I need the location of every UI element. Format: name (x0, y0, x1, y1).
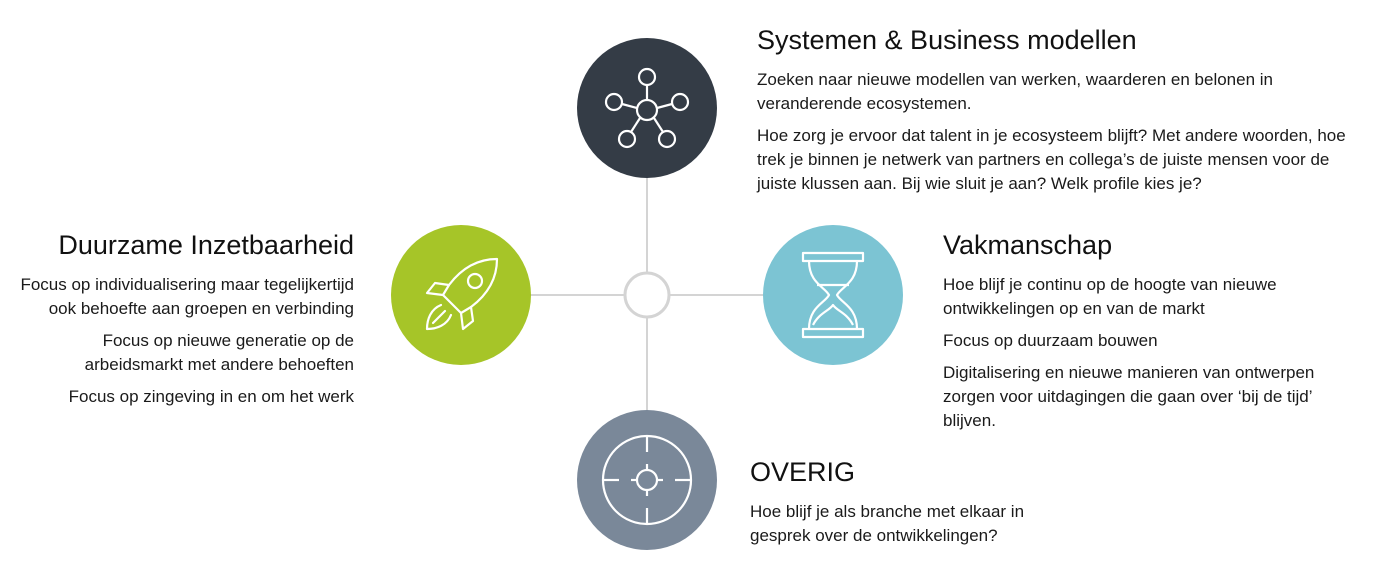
overig-circle (577, 410, 717, 550)
target-icon (601, 434, 693, 526)
overig-paragraph: Hoe blijf je als branche met elkaar in g… (750, 502, 1025, 545)
duurzaam-paragraph: Focus op nieuwe generatie op de arbeidsm… (84, 331, 354, 374)
vakmanschap-paragraph: Hoe blijf je continu op de hoogte van ni… (943, 275, 1277, 318)
duurzaam-block: Duurzame Inzetbaarheid Focus op individu… (18, 229, 354, 417)
vakmanschap-circle (763, 225, 903, 365)
systemen-circle (577, 38, 717, 178)
duurzaam-paragraph: Focus op zingeving in en om het werk (68, 387, 354, 406)
systemen-paragraph: Hoe zorg je ervoor dat talent in je ecos… (757, 126, 1346, 193)
center-hub (623, 271, 671, 319)
systemen-title: Systemen & Business modellen (757, 25, 1137, 55)
vakmanschap-block: Vakmanschap Hoe blijf je continu op de h… (943, 229, 1343, 441)
vakmanschap-paragraph: Digitalisering en nieuwe manieren van on… (943, 363, 1315, 430)
overig-block: OVERIG Hoe blijf je als branche met elka… (750, 456, 1060, 556)
vakmanschap-paragraph: Focus op duurzaam bouwen (943, 331, 1158, 350)
overig-title: OVERIG (750, 457, 856, 487)
duurzaam-title: Duurzame Inzetbaarheid (58, 230, 354, 260)
duurzaam-circle (391, 225, 531, 365)
systemen-paragraph: Zoeken naar nieuwe modellen van werken, … (757, 70, 1274, 113)
duurzaam-paragraph: Focus op individualisering maar tegelijk… (20, 275, 354, 318)
systemen-block: Systemen & Business modellen Zoeken naar… (757, 24, 1347, 204)
rocket-icon (425, 257, 499, 331)
vakmanschap-title: Vakmanschap (943, 230, 1113, 260)
hourglass-icon (801, 251, 865, 339)
network-icon (604, 67, 690, 149)
